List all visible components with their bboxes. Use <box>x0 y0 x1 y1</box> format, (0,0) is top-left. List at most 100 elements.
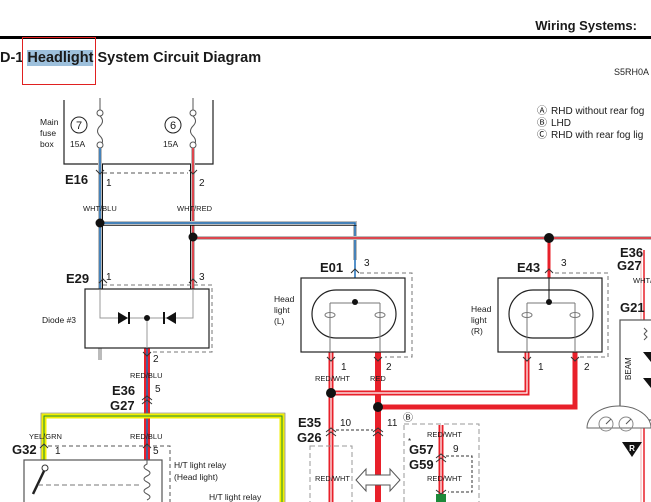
asterisk: * <box>408 437 411 446</box>
junctions <box>95 218 554 412</box>
connector-label: E36 <box>620 245 643 260</box>
right-edge-components: E36 G27 WHT/ G21 BEAM R <box>586 245 651 457</box>
wire-color-label: WHT/BLU <box>83 204 117 213</box>
ht-light-relay: YEL/GRN RED/BLU G32 1 5 H/T light relay … <box>12 432 262 502</box>
diode-3-component: E29 1 3 2 Diode #3 RED/BLU <box>42 271 213 380</box>
title-prefix: D-1 <box>0 50 28 66</box>
pin-number: 5 <box>155 384 161 395</box>
connector-label: E35 <box>298 415 321 430</box>
pin-number: 2 <box>199 178 205 189</box>
connector-e35-g26: E35 G26 10 11 RED/WHT <box>297 415 401 502</box>
headlight-r-label-1: Head <box>471 304 492 314</box>
pin-number: 1 <box>55 446 61 457</box>
document-title: D-1 Headlight System Circuit Diagram <box>0 50 261 66</box>
instrument-cluster-icon <box>586 405 651 429</box>
wire-color-label: RED/WHT <box>427 474 462 483</box>
legend-text-a: RHD without rear fog <box>551 106 644 117</box>
relay-label-2: (Head light) <box>174 472 218 482</box>
connector-label: G27 <box>110 398 135 413</box>
wire-color-label: RED/BLU <box>130 371 163 380</box>
pin-number: 3 <box>364 258 370 269</box>
junction-dot <box>188 232 198 242</box>
legend-text-b: LHD <box>551 118 571 129</box>
connector-label: G32 <box>12 442 37 457</box>
connector-label: G27 <box>617 258 642 273</box>
legend-mark-b: Ⓑ <box>537 117 547 129</box>
pin-number: 5 <box>153 446 159 457</box>
connector-label: E36 <box>112 383 135 398</box>
connector-label: E43 <box>517 260 540 275</box>
connector-label: G59 <box>409 457 434 472</box>
pin-number: 1 <box>106 272 112 283</box>
legend-mark-a: Ⓐ <box>537 105 547 117</box>
relay-tail-label: H/T light relay <box>209 492 262 502</box>
wire-color-label: RED/BLU <box>130 432 163 441</box>
headlight-left: E01 3 1 2 Head light (L) RED/WHT RED <box>274 258 413 383</box>
pin-number: 11 <box>387 418 398 429</box>
fuse-6-number: 6 <box>170 120 176 132</box>
legend-text-c: RHD with rear fog lig <box>551 130 643 141</box>
pin-number: 2 <box>584 362 590 373</box>
connector-e16: E16 1 2 WHT/BLU WHT/RED <box>65 169 213 213</box>
fuse-box-label-2: fuse <box>40 128 56 138</box>
pin-number: 10 <box>340 418 352 429</box>
fuse-7-rating: 15A <box>70 139 85 149</box>
search-match-box <box>22 37 96 85</box>
fuse-6-rating: 15A <box>163 139 178 149</box>
connector-label: E01 <box>320 260 343 275</box>
variant-legend: Ⓐ RHD without rear fog Ⓑ LHD Ⓒ RHD with … <box>537 105 644 141</box>
headlight-r-label-3: (R) <box>471 326 483 336</box>
badge-letter: R <box>629 444 635 453</box>
wire-color-label: RED/WHT <box>427 430 462 439</box>
pin-number: 2 <box>153 354 159 365</box>
legend-mark-c: Ⓒ <box>537 129 547 141</box>
fuse-box-label-3: box <box>40 139 54 149</box>
wire-color-label: YEL/GRN <box>29 432 62 441</box>
junction-dot <box>326 388 336 398</box>
wire-color-label: RED <box>370 374 386 383</box>
ground-r-badge <box>622 442 642 457</box>
figure-code: S5RH0A <box>613 67 649 77</box>
header-rule <box>0 36 651 39</box>
pin-number: 3 <box>199 272 205 283</box>
variant-b-mark: Ⓑ <box>403 412 413 424</box>
variant-arrow <box>355 467 401 493</box>
pin-number: 2 <box>386 362 392 373</box>
connector-e36-g27-left: E36 G27 5 <box>110 383 161 413</box>
fuse-box-label-1: Main <box>40 117 59 127</box>
junction-dot <box>373 402 383 412</box>
relay-label-1: H/T light relay <box>174 460 227 470</box>
connector-label: E16 <box>65 172 88 187</box>
pin-number: 1 <box>538 362 544 373</box>
junction-dot <box>544 233 554 243</box>
connector-label: G57 <box>409 442 434 457</box>
headlight-r-label-2: light <box>471 315 487 325</box>
pin-number: 3 <box>561 258 567 269</box>
wire-color-label: RED/WHT <box>315 474 350 483</box>
fuse-7-badge <box>70 116 88 134</box>
main-fuse-box: 7 6 15A 15A Main fuse box <box>40 98 214 165</box>
fuse-7-number: 7 <box>76 120 82 132</box>
headlight-right: E43 3 1 2 Head light (R) <box>471 258 609 373</box>
section-title: Wiring Systems: <box>535 18 637 33</box>
fuse-6-badge <box>164 116 182 134</box>
wire-color-label: RED/WHT <box>315 374 350 383</box>
beam-label: BEAM <box>624 357 633 380</box>
connector-label: E29 <box>66 271 89 286</box>
connector-g57-g59: Ⓑ RED/WHT * G57 G59 9 RED/WHT <box>403 412 480 502</box>
headlight-l-label-2: light <box>274 305 290 315</box>
pin-number: 1 <box>106 178 112 189</box>
search-highlight[interactable]: Headlight <box>27 50 94 66</box>
pin-number: 9 <box>453 444 459 455</box>
junction-dot <box>95 218 105 228</box>
connector-label: G21 <box>620 300 645 315</box>
headlight-l-label-1: Head <box>274 294 295 304</box>
headlight-l-label-3: (L) <box>274 316 285 326</box>
connector-label: G26 <box>297 430 322 445</box>
wire-color-label: WHT/ <box>633 276 651 285</box>
diode-label: Diode #3 <box>42 315 76 325</box>
wire-color-label: WHT/RED <box>177 204 213 213</box>
pin-number: 1 <box>341 362 347 373</box>
title-suffix: System Circuit Diagram <box>93 50 262 66</box>
